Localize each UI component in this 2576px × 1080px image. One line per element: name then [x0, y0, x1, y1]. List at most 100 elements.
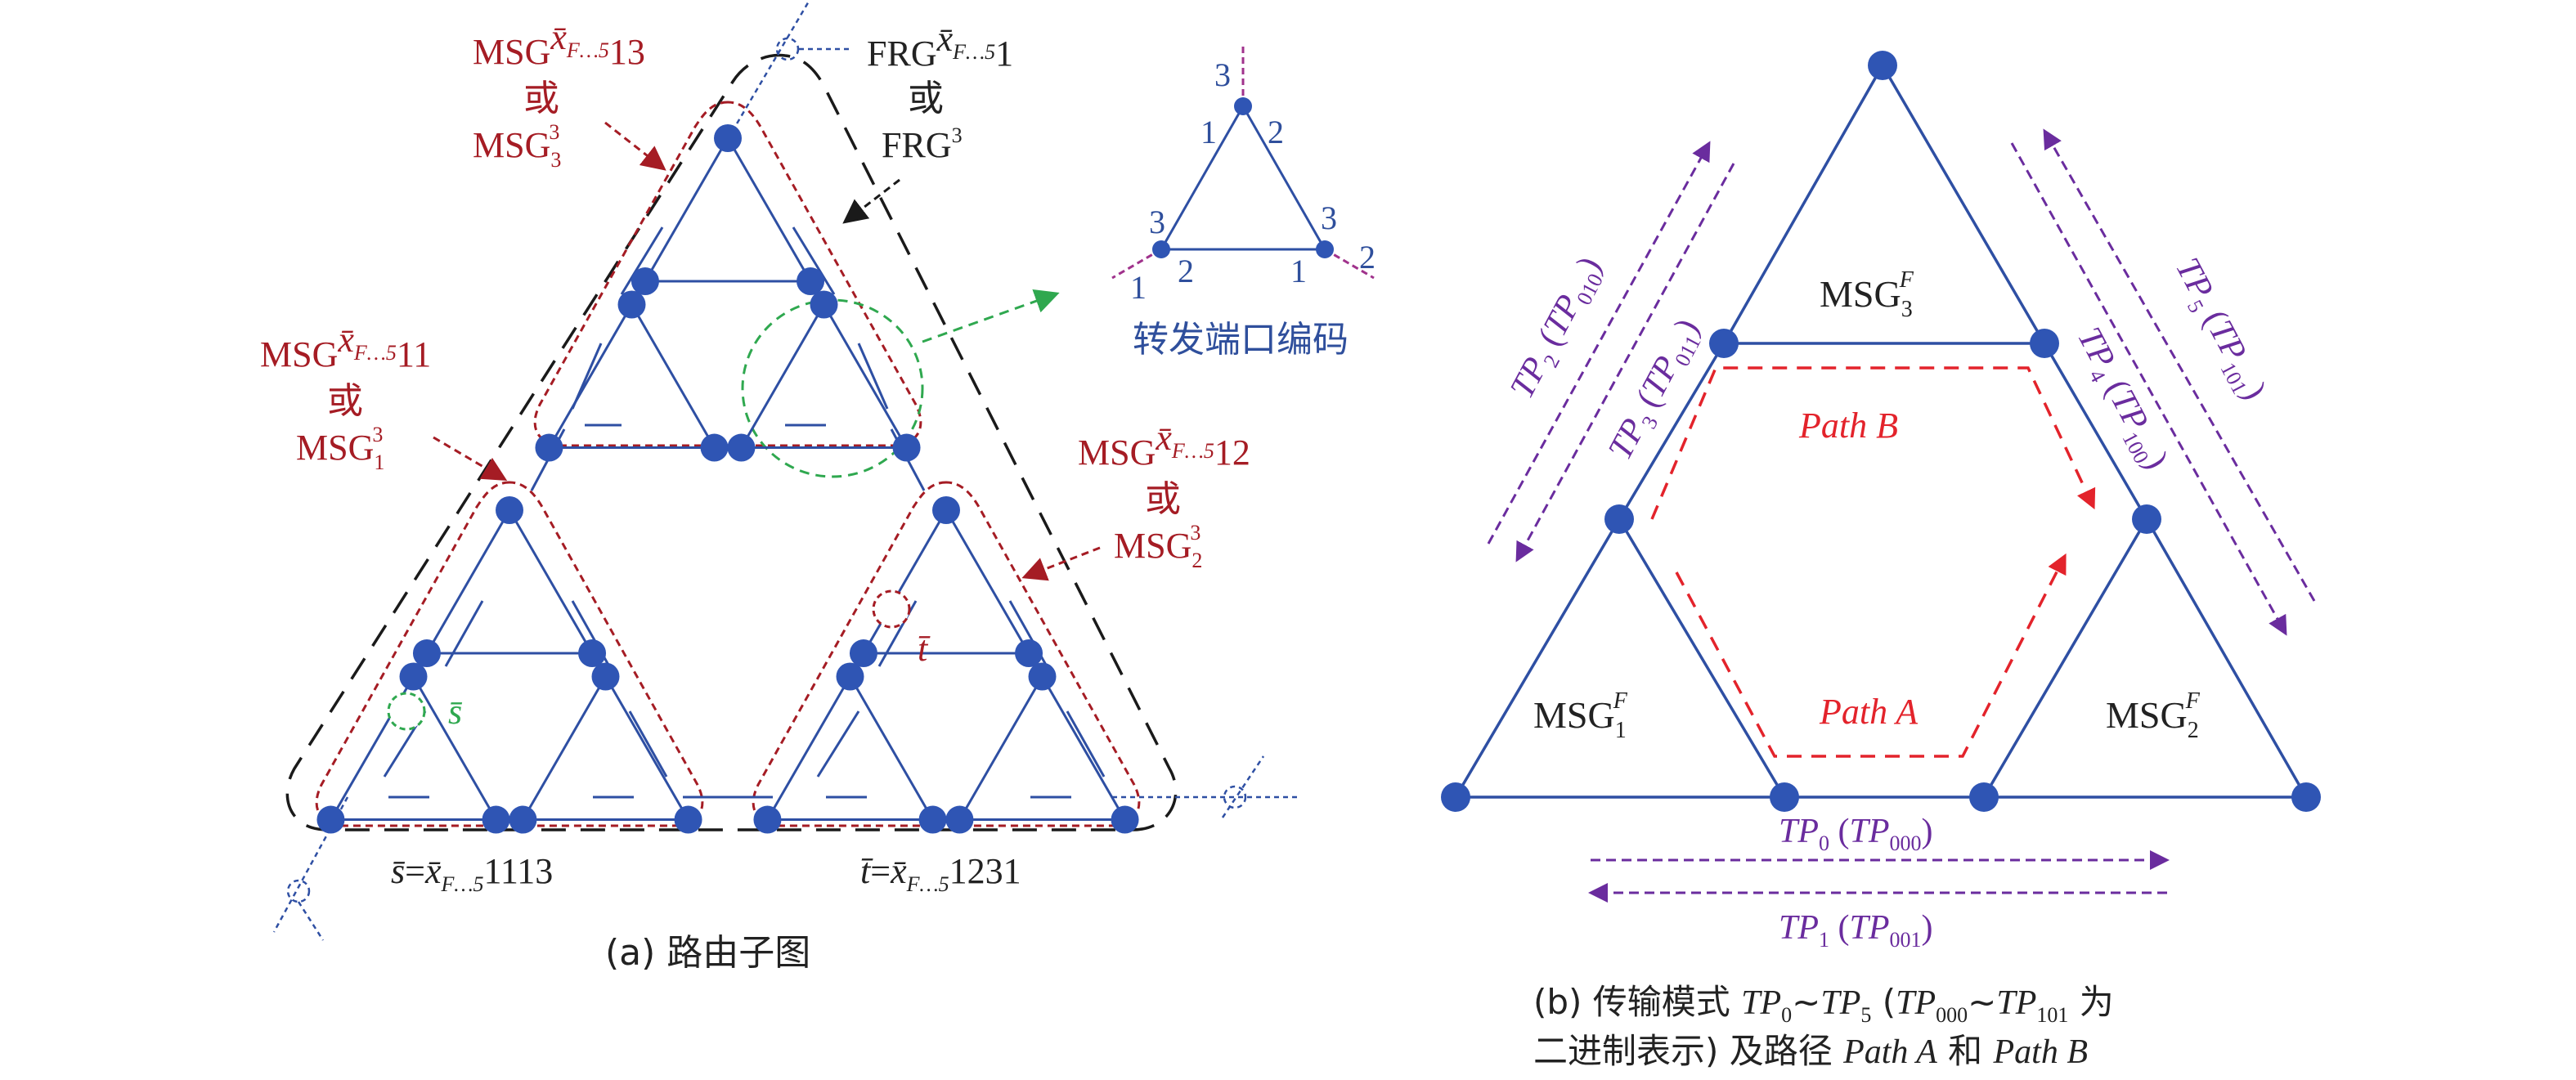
- graph-edge: [849, 675, 934, 821]
- target-label: t̄: [918, 629, 931, 669]
- msg11-label: MSGx̄F…511 或 MSG13: [260, 320, 431, 474]
- svg-text:MSGx̄F…512: MSGx̄F…512: [1078, 418, 1250, 473]
- svg-text:MSG23: MSG23: [1114, 521, 1202, 572]
- graph-node: [714, 123, 742, 152]
- svg-text:2: 2: [1359, 239, 1376, 276]
- tp4-arrow: [2010, 142, 2287, 636]
- graph-edge: [1881, 65, 2046, 344]
- tp2-arrow: [1487, 141, 1711, 544]
- graph-node: [578, 639, 607, 668]
- graph-edge: [2145, 518, 2308, 798]
- frg-pointer: [842, 178, 900, 224]
- tp3-arrow: [1515, 163, 1735, 562]
- graph-node: [836, 662, 864, 691]
- graph-edge: [412, 675, 497, 821]
- graph-edge: [631, 303, 716, 449]
- tp5-label: TP5 (TP101): [2164, 252, 2273, 408]
- path-b-label: Path B: [1798, 406, 1898, 446]
- source-address: s̄=x̄F…51113: [391, 851, 553, 896]
- graph-node: [1111, 805, 1139, 834]
- graph-edge: [1722, 65, 1884, 344]
- graph-node: [1028, 662, 1057, 691]
- svg-text:3: 3: [1149, 204, 1165, 240]
- frg-label: FRGx̄F…51 或 FRG3: [867, 19, 1013, 165]
- left-graph-edges: [330, 137, 1126, 822]
- msg3f-label: MSG3F: [1820, 267, 1914, 322]
- highlight-circle: [741, 298, 924, 478]
- svg-text:或: 或: [523, 78, 559, 119]
- graph-edge: [425, 509, 511, 654]
- msg11-pointer: [433, 436, 508, 482]
- svg-text:MSG13: MSG13: [296, 423, 384, 474]
- graph-node: [1441, 782, 1470, 812]
- graph-edge: [740, 303, 825, 449]
- graph-edge: [816, 710, 860, 778]
- msg12-label: MSGx̄F…512 或 MSG23: [1078, 418, 1250, 572]
- graph-node: [810, 290, 838, 319]
- graph-node: [797, 267, 825, 296]
- graph-node: [482, 805, 510, 834]
- svg-text:1: 1: [1200, 114, 1217, 150]
- graph-node: [727, 433, 756, 462]
- msg12-pointer: [1021, 546, 1101, 581]
- graph-edge: [766, 675, 851, 821]
- graph-edge: [508, 509, 594, 654]
- msg2-outline: [752, 481, 1141, 827]
- svg-text:2: 2: [1268, 114, 1284, 150]
- graph-node: [399, 662, 428, 691]
- graph-edge: [792, 226, 836, 295]
- msg2f-label: MSG2F: [2106, 688, 2201, 743]
- msg1f-label: MSG1F: [1533, 688, 1628, 743]
- caption-b-line1: (b) 传输模式 TP0~TP5 (TP000~TP101 为: [1533, 982, 2114, 1027]
- caption-b-line2: 二进制表示) 及路径 Path A 和 Path B: [1533, 1031, 2088, 1071]
- tp2-label: TP2 (TP010): [1503, 251, 1613, 407]
- graph-edge: [958, 675, 1043, 821]
- graph-edge: [628, 710, 668, 778]
- graph-edge: [862, 509, 948, 654]
- graph-node: [1709, 329, 1739, 358]
- left-panel: s̄ t̄ MSGx̄F…513 或 MSG33 FRGx̄F…51 或 FRG…: [260, 0, 1376, 974]
- graph-node: [1015, 639, 1043, 668]
- graph-node: [1868, 51, 1897, 80]
- graph-edge: [444, 600, 484, 667]
- target-address: t̄=x̄F…51231: [860, 851, 1021, 896]
- graph-edge: [548, 303, 633, 449]
- left-graph-nodes: [316, 123, 1139, 834]
- graph-node: [849, 639, 877, 668]
- external-port-right: [1112, 755, 1300, 818]
- external-port-top: [726, 0, 850, 140]
- msg13-pointer: [604, 121, 666, 171]
- graph-node: [674, 805, 702, 834]
- graph-edge: [522, 675, 607, 821]
- svg-text:或: 或: [327, 380, 363, 422]
- graph-node: [2291, 782, 2321, 812]
- graph-edge: [1618, 343, 1726, 520]
- graph-node: [1604, 504, 1634, 534]
- svg-text:MSGx̄F…511: MSGx̄F…511: [260, 320, 431, 374]
- graph-node: [892, 433, 921, 462]
- external-port-left: [272, 796, 349, 941]
- frg-outline: [285, 53, 1178, 831]
- port-code-diagram: 3 1 2 3 2 1 3 1 2: [1111, 45, 1376, 306]
- graph-node: [753, 805, 782, 834]
- graph-node: [316, 805, 345, 834]
- graph-edge: [604, 675, 689, 821]
- source-node-marker: [387, 692, 426, 731]
- graph-edge: [1041, 675, 1126, 821]
- graph-node: [1969, 782, 1999, 812]
- svg-text:1: 1: [1290, 253, 1307, 289]
- msg1-outline: [315, 481, 704, 827]
- svg-text:3: 3: [1214, 56, 1231, 93]
- tp0-label: TP0 (TP000): [1779, 813, 1933, 855]
- tp5-arrow: [2043, 128, 2316, 602]
- tp4-label: TP4 (TP100): [2066, 321, 2175, 477]
- graph-node: [945, 805, 974, 834]
- graph-edge: [726, 137, 812, 282]
- svg-text:FRGx̄F…51: FRGx̄F…51: [867, 19, 1013, 74]
- graph-edge: [1982, 518, 2148, 798]
- graph-node: [918, 805, 947, 834]
- graph-edge: [823, 303, 908, 449]
- msg3-outline: [533, 101, 922, 447]
- target-node-marker: [872, 589, 911, 629]
